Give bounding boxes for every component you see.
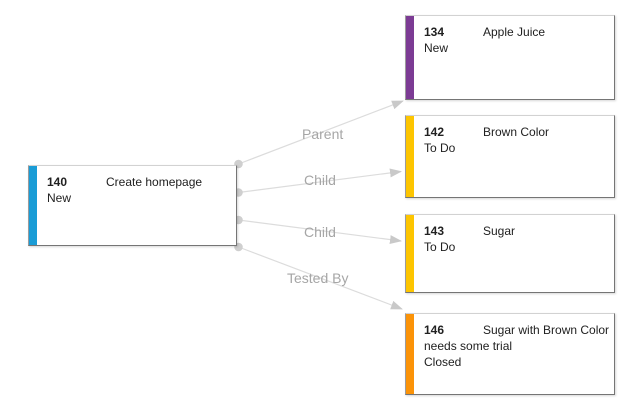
link-label-parent: Parent [302, 126, 344, 142]
work-item-card-content: 140 Create homepage New [37, 166, 236, 206]
work-item-type-color-bar [406, 16, 414, 99]
work-item-title: Sugar with Brown Color needs some trial [424, 323, 610, 353]
work-item-title: Sugar [483, 224, 516, 238]
work-item-type-color-bar [406, 116, 414, 197]
link-label-child-2: Child [304, 224, 336, 240]
work-item-type-color-bar [406, 215, 414, 292]
work-item-title: Apple Juice [483, 25, 546, 39]
work-item-id: 143 [424, 224, 445, 238]
work-item-state: New [47, 191, 72, 205]
work-item-id: 146 [424, 323, 445, 337]
work-item-id: 142 [424, 125, 445, 139]
work-item-state: To Do [424, 141, 456, 155]
work-item-card-142[interactable]: 142 Brown Color To Do [405, 115, 615, 198]
work-item-state: New [424, 41, 449, 55]
work-item-state: Closed [424, 355, 462, 369]
link-label-tested-by: Tested By [287, 270, 349, 286]
work-item-type-color-bar [29, 166, 37, 245]
work-item-state: To Do [424, 240, 456, 254]
work-item-card-134[interactable]: 134 Apple Juice New [405, 15, 615, 100]
work-item-id: 140 [47, 175, 68, 189]
work-item-card-content: 134 Apple Juice New [414, 16, 614, 56]
work-item-type-color-bar [406, 314, 414, 394]
work-item-card-content: 143 Sugar To Do [414, 215, 614, 255]
work-item-id: 134 [424, 25, 445, 39]
link-label-child-1: Child [304, 172, 336, 188]
work-item-card-143[interactable]: 143 Sugar To Do [405, 214, 615, 293]
work-item-card-content: 142 Brown Color To Do [414, 116, 614, 156]
work-item-title: Brown Color [483, 125, 550, 139]
work-item-title: Create homepage [106, 175, 203, 189]
work-item-card-140[interactable]: 140 Create homepage New [28, 165, 237, 246]
